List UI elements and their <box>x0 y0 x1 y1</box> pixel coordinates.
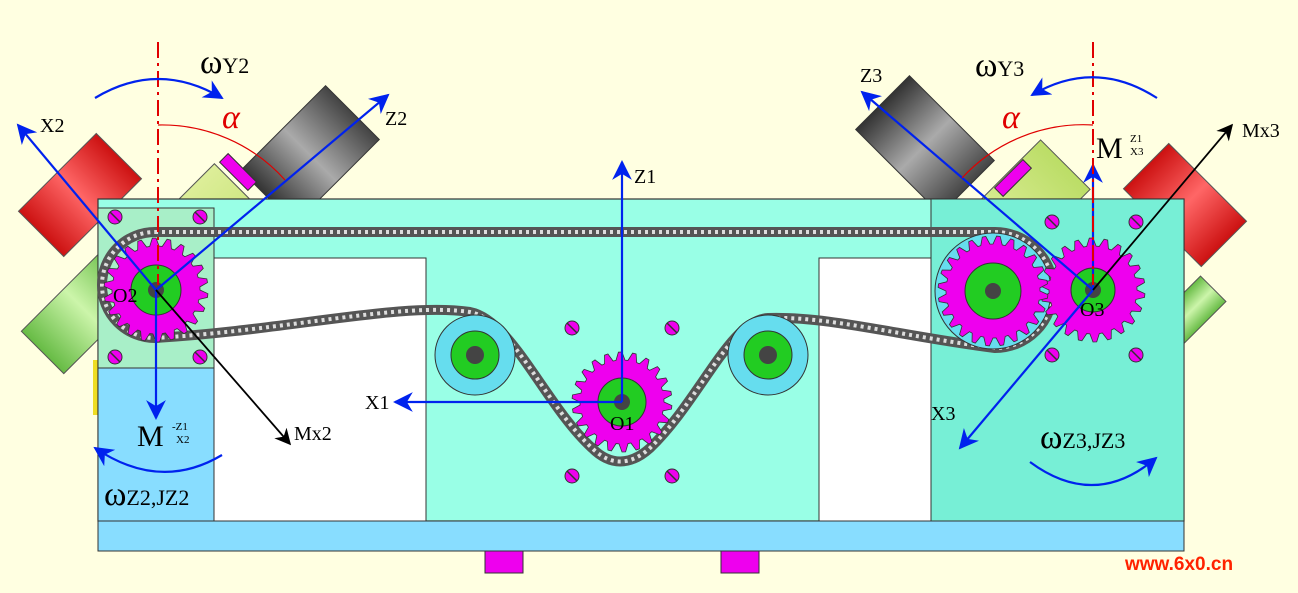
axis-x3 <box>958 289 1094 450</box>
label-z3: Z3 <box>860 65 882 87</box>
screw <box>564 320 580 336</box>
label-o2: O2 <box>113 285 137 307</box>
label-m-left: M <box>137 420 164 453</box>
left-magenta-brush <box>218 152 258 192</box>
label-m-right: M <box>1096 132 1123 165</box>
label-z2: Z2 <box>385 108 407 130</box>
gear-idler-large <box>937 235 1049 347</box>
rot-y3-arrow <box>1030 76 1158 99</box>
base-bar <box>97 520 1185 552</box>
moment-mx2 <box>155 289 292 446</box>
label-x2: X2 <box>40 115 64 137</box>
label-z1: Z1 <box>634 166 656 188</box>
screw <box>107 209 123 225</box>
label-omega-y2: ωY2 <box>200 44 249 81</box>
axis-z3 <box>860 90 1094 291</box>
toothed-belt <box>97 227 1058 467</box>
left-yellow-strip <box>93 360 99 415</box>
idler-left <box>434 314 516 396</box>
foot-left <box>484 550 524 574</box>
moment-mx3 <box>1092 123 1234 291</box>
right-alpha-arc <box>961 124 1094 179</box>
screw <box>1044 347 1060 363</box>
label-omega-z3: ωZ3,JZ3 <box>1040 419 1125 456</box>
screw <box>1128 347 1144 363</box>
screw-group <box>107 209 1144 484</box>
right-window <box>818 257 932 522</box>
label-o3: O3 <box>1080 299 1104 321</box>
label-alpha-left: α <box>222 99 241 136</box>
label-m-left-sub: X2 <box>176 434 189 446</box>
left-alpha-arc <box>157 124 286 181</box>
axis-z2 <box>155 93 390 291</box>
screw <box>192 349 208 365</box>
gear-idler-large-shaft <box>985 283 1001 299</box>
rot-y2-arrow <box>94 77 224 100</box>
screw <box>564 468 580 484</box>
label-x1: X1 <box>365 392 389 414</box>
screw <box>664 320 680 336</box>
reference-lines <box>157 42 1094 285</box>
right-magenta-brush <box>993 158 1033 198</box>
screw <box>107 349 123 365</box>
screw <box>664 468 680 484</box>
screw <box>1044 214 1060 230</box>
rot-z2-arrow <box>93 446 223 473</box>
label-omega-z2: ωZ2,JZ2 <box>104 476 189 513</box>
axis-x2 <box>16 123 157 291</box>
label-m-left-sup: -Z1 <box>172 421 188 433</box>
label-mx3: Mx3 <box>1242 120 1280 142</box>
label-alpha-right: α <box>1002 99 1021 136</box>
belt-path <box>97 227 1058 467</box>
idler-right <box>727 314 809 396</box>
rotation-arrows <box>93 76 1158 487</box>
watermark: www.6x0.cn <box>1124 554 1233 575</box>
moment-vectors <box>155 123 1234 446</box>
label-mx2: Mx2 <box>294 423 332 445</box>
label-o1: O1 <box>610 413 634 435</box>
foot-right <box>720 550 760 574</box>
label-omega-y3: ωY3 <box>975 47 1024 84</box>
label-m-right-sub: X3 <box>1130 146 1144 158</box>
label-m-right-sup: Z1 <box>1130 133 1142 145</box>
labels: O1 O2 O3 X1 Z1 X2 Z2 X3 Z3 Mx2 Mx3 α α ω… <box>40 44 1280 513</box>
screw <box>192 209 208 225</box>
left-window <box>212 257 427 522</box>
screw <box>1128 214 1144 230</box>
label-x3: X3 <box>931 403 955 425</box>
main-frame <box>97 198 1185 574</box>
rot-z3-arrow <box>1029 456 1158 487</box>
